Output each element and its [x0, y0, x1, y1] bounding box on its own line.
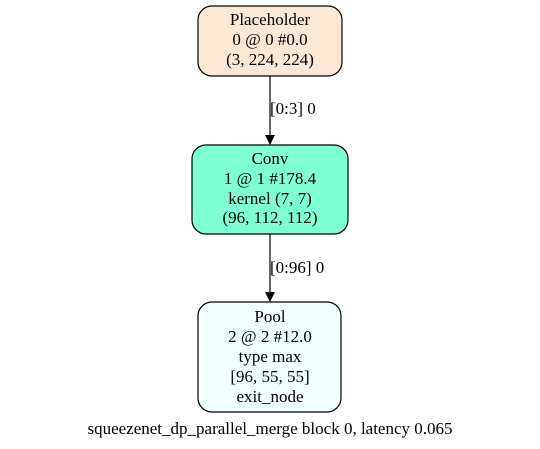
node-conv-title: Conv: [252, 149, 289, 168]
node-placeholder-title: Placeholder: [230, 10, 311, 29]
node-conv-kernel: kernel (7, 7): [228, 189, 312, 208]
graph-caption: squeezenet_dp_parallel_merge block 0, la…: [87, 419, 452, 438]
edge-label: [0:3] 0: [270, 99, 316, 118]
node-pool-stats: 2 @ 2 #12.0: [228, 327, 312, 346]
edge-placeholder-to-conv: [0:3] 0: [265, 76, 316, 145]
node-conv-shape: (96, 112, 112): [222, 208, 317, 227]
node-pool-title: Pool: [254, 307, 285, 326]
node-pool: Pool 2 @ 2 #12.0 type max [96, 55, 55] e…: [197, 301, 342, 413]
node-pool-shape: [96, 55, 55]: [230, 367, 309, 386]
node-placeholder-stats: 0 @ 0 #0.0: [232, 30, 307, 49]
node-pool-exit: exit_node: [236, 387, 303, 406]
edge-conv-to-pool: [0:96] 0: [265, 234, 324, 302]
edge-label: [0:96] 0: [270, 258, 324, 277]
node-pool-box: [197, 301, 342, 413]
node-pool-type: type max: [239, 347, 302, 366]
node-conv-stats: 1 @ 1 #178.4: [224, 169, 317, 188]
node-placeholder-shape: (3, 224, 224): [226, 50, 314, 69]
node-placeholder: Placeholder 0 @ 0 #0.0 (3, 224, 224): [197, 5, 343, 77]
node-conv: Conv 1 @ 1 #178.4 kernel (7, 7) (96, 112…: [191, 144, 349, 235]
